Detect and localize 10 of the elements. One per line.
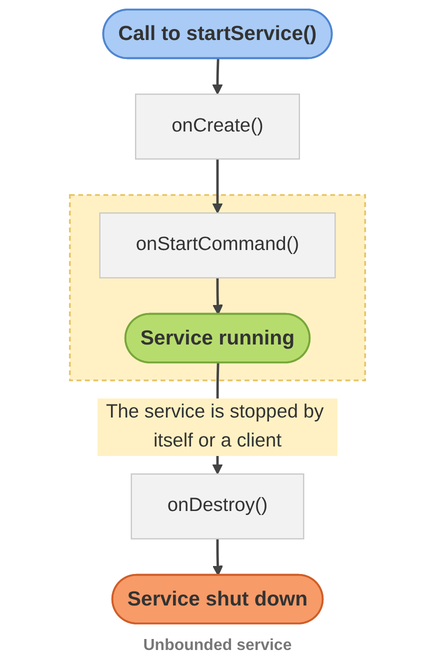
arrow — [212, 278, 224, 315]
diagram-caption: Unbounded service — [143, 637, 292, 655]
arrow — [212, 58, 223, 95]
node-box: onDestroy() — [130, 473, 304, 540]
arrow — [212, 538, 224, 576]
edge-label: The service is stopped by itself or a client — [106, 402, 324, 452]
cluster — [68, 194, 366, 382]
node-box: onCreate() — [135, 94, 300, 160]
node-box: onStartCommand() — [99, 212, 336, 278]
arrow — [212, 159, 223, 214]
